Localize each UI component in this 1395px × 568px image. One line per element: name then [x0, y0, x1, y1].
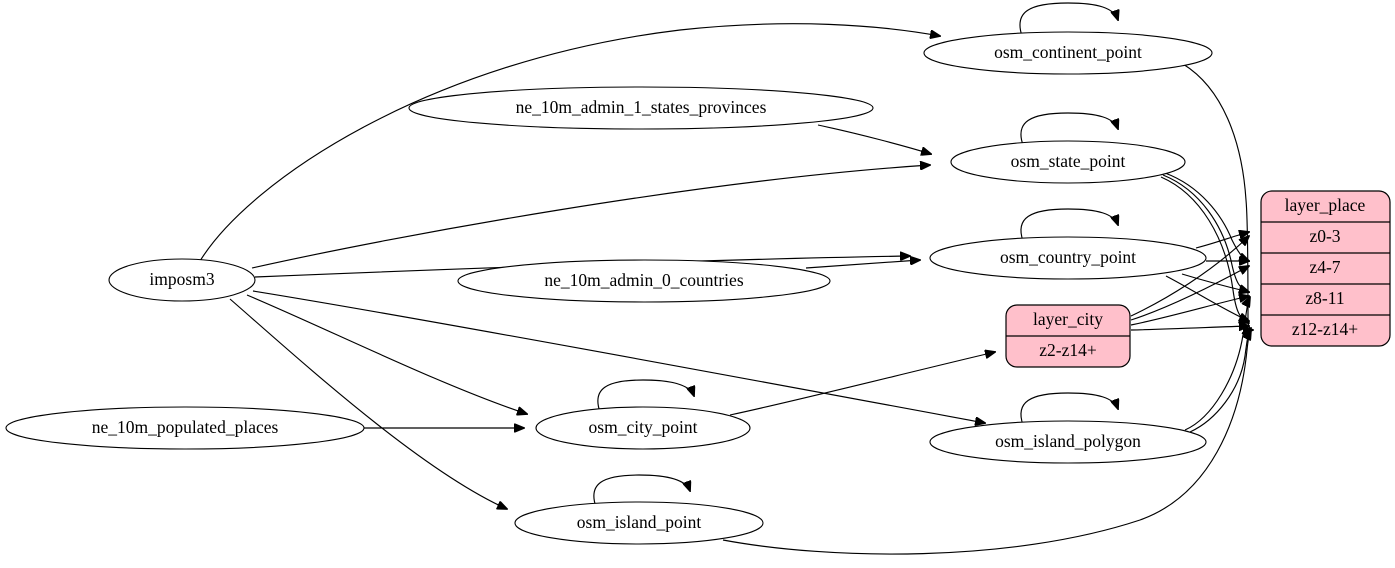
node-osm_city_point[interactable]: osm_city_point [535, 406, 751, 450]
node-osm_island_polygon[interactable]: osm_island_polygon [929, 420, 1207, 464]
edge-osm_country_point-to-layer_place_z0_3 [1195, 232, 1249, 249]
node-osm_continent_point[interactable]: osm_continent_point [923, 31, 1213, 75]
edge-self-osm_city_point [597, 379, 694, 413]
node-imposm3[interactable]: imposm3 [108, 258, 256, 302]
record-row-layer_place-header: layer_place [1285, 195, 1366, 215]
edge-imposm3-to-osm_island_polygon [252, 290, 985, 423]
record-row-layer_place-z12-z14plus[interactable]: z12-z14+ [1292, 319, 1358, 339]
node-label-osm_continent_point: osm_continent_point [994, 42, 1142, 62]
edge-imposm3-to-osm_city_point [246, 294, 527, 414]
edge-osm_island_point-to-layer_place_z12 [722, 330, 1251, 555]
node-layer: imposm3 ne_10m_admin_1_states_provinces … [5, 31, 1213, 545]
edge-osm_country_point-to-layer_place_z12 [1165, 275, 1249, 321]
node-label-osm_city_point: osm_city_point [589, 417, 698, 437]
record-box-layer_place[interactable] [1260, 190, 1391, 347]
node-shape-ellipse[interactable] [923, 31, 1213, 75]
node-shape-ellipse[interactable] [929, 236, 1207, 280]
edge-self-osm_continent_point [1019, 2, 1118, 37]
record-row-layer_city-header: layer_city [1033, 309, 1103, 329]
edge-imposm3-to-osm_island_point [229, 298, 507, 509]
node-ne_10m_populated_places[interactable]: ne_10m_populated_places [5, 406, 365, 450]
edge-osm_state_point-to-layer_place_z8_11 [1162, 174, 1249, 292]
edge-self-osm_country_point [1020, 208, 1118, 242]
edge-self-osm_state_point [1020, 112, 1118, 146]
edge-self-osm_island_polygon [1020, 392, 1118, 426]
edge-ne_10m_admin_1_states_provinces-to-osm_state_point [817, 124, 931, 154]
record-node-layer_place[interactable]: layer_place z0-3 z4-7 z8-11 z12-z14+ [1260, 190, 1391, 347]
record-row-layer_place-z8-11[interactable]: z8-11 [1305, 288, 1344, 308]
node-label-osm_state_point: osm_state_point [1011, 151, 1126, 171]
edge-self-osm_island_point [593, 474, 690, 508]
edge-layer_city-to-layer_place_z12 [1130, 326, 1249, 330]
node-shape-ellipse[interactable] [514, 501, 764, 545]
node-shape-ellipse[interactable] [5, 406, 365, 450]
edge-osm_island_polygon-to-layer_place_z8_11 [1184, 297, 1250, 431]
node-label-osm_country_point: osm_country_point [1000, 247, 1136, 267]
node-shape-ellipse[interactable] [535, 406, 751, 450]
record-row-layer_place-z4-7[interactable]: z4-7 [1309, 257, 1340, 277]
edge-layer_city-to-layer_place_z8_11 [1130, 296, 1249, 326]
node-label-ne_10m_admin_0_countries: ne_10m_admin_0_countries [544, 270, 743, 290]
edge-imposm3-to-osm_continent_point [199, 23, 940, 262]
edge-imposm3-to-osm_state_point [251, 165, 930, 269]
node-label-ne_10m_admin_1_states_provinces: ne_10m_admin_1_states_provinces [516, 97, 767, 117]
node-shape-ellipse[interactable] [929, 420, 1207, 464]
record-row-layer_city-z2-z14plus[interactable]: z2-z14+ [1039, 340, 1097, 360]
node-osm_island_point[interactable]: osm_island_point [514, 501, 764, 545]
edge-layer [199, 2, 1253, 555]
node-ne_10m_admin_1_states_provinces[interactable]: ne_10m_admin_1_states_provinces [408, 86, 874, 130]
record-row-layer_place-z0-3[interactable]: z0-3 [1309, 226, 1340, 246]
node-label-osm_island_point: osm_island_point [577, 512, 702, 532]
node-label-imposm3: imposm3 [149, 269, 214, 289]
record-node-layer_city[interactable]: layer_city z2-z14+ [1005, 304, 1131, 368]
node-osm_state_point[interactable]: osm_state_point [950, 140, 1186, 184]
node-label-osm_island_polygon: osm_island_polygon [995, 431, 1141, 451]
node-shape-ellipse[interactable] [950, 140, 1186, 184]
node-shape-ellipse[interactable] [457, 259, 831, 303]
edge-layer_city-to-layer_place_z4_7 [1130, 266, 1249, 321]
node-osm_country_point[interactable]: osm_country_point [929, 236, 1207, 280]
edge-layer_city-to-layer_place_z0_3 [1130, 236, 1249, 317]
node-label-ne_10m_populated_places: ne_10m_populated_places [92, 417, 279, 437]
edge-ne_10m_admin_0_countries-to-osm_country_point [805, 260, 920, 269]
node-shape-ellipse[interactable] [108, 258, 256, 302]
node-shape-ellipse[interactable] [408, 86, 874, 130]
edge-osm_city_point-to-layer_city_z2 [729, 352, 995, 416]
node-ne_10m_admin_0_countries[interactable]: ne_10m_admin_0_countries [457, 259, 831, 303]
